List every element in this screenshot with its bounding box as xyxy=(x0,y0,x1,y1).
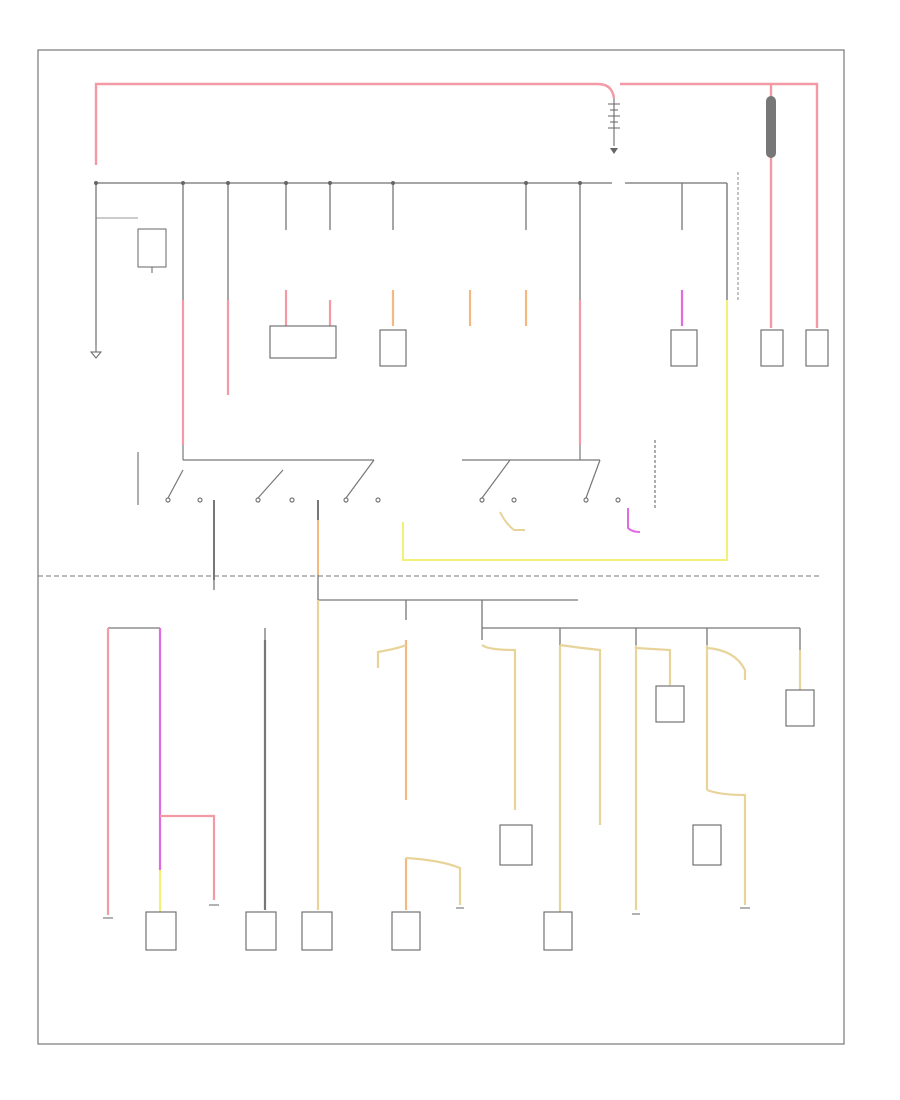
lower-components xyxy=(145,685,815,951)
generator xyxy=(760,329,784,367)
ground-icons xyxy=(103,904,750,919)
fusible-link-icon xyxy=(766,96,776,158)
relay-icon xyxy=(96,217,167,273)
fuse-stubs xyxy=(181,290,684,445)
lower-bus xyxy=(108,575,801,650)
top-row-components xyxy=(89,325,829,367)
diagram-frame xyxy=(37,49,845,1045)
bus-junction-dots xyxy=(94,181,582,185)
battery-icon xyxy=(608,98,620,154)
ignition-switch xyxy=(137,440,656,510)
starter xyxy=(805,329,829,367)
top-battery-feed xyxy=(94,82,819,328)
lower-circuits xyxy=(106,600,802,915)
switch-outputs xyxy=(213,300,728,580)
